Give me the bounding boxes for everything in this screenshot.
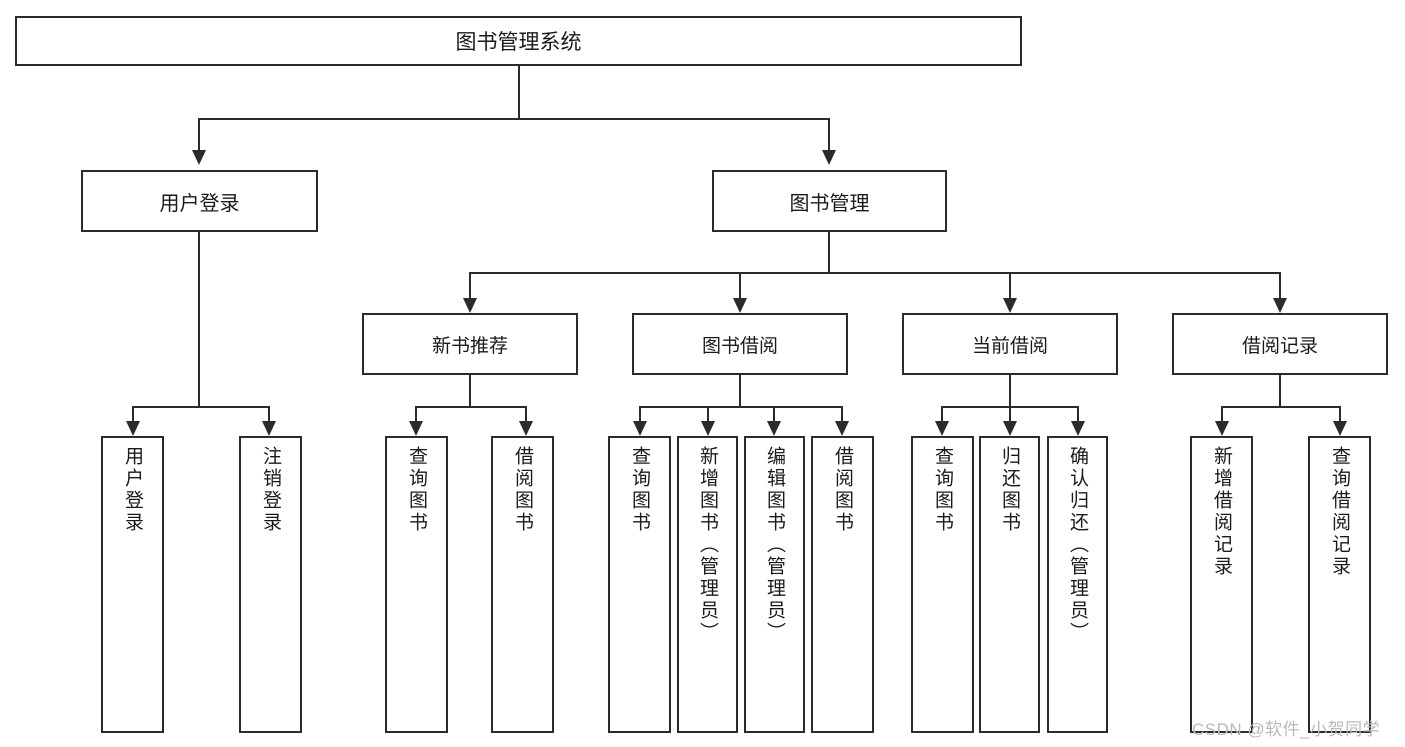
node-new-book-recommend[interactable]: 新书推荐 bbox=[362, 313, 578, 375]
node-label: 当前借阅 bbox=[971, 335, 1048, 357]
arrow-root-to-user-login bbox=[192, 150, 206, 165]
connector-user-login-bus bbox=[132, 406, 268, 408]
connector-book-management-stem bbox=[828, 232, 830, 272]
arrow-new-book-to-leaf-1 bbox=[409, 421, 423, 436]
connector-root-stem bbox=[518, 66, 520, 118]
leaf-user-logout[interactable]: 注销登录 bbox=[239, 436, 302, 733]
connector-book-borrow-bus bbox=[639, 406, 842, 408]
leaf-label: 查询图书 bbox=[932, 446, 953, 534]
node-user-login[interactable]: 用户登录 bbox=[81, 170, 318, 232]
connector-root-to-user-login bbox=[198, 118, 200, 150]
leaf-label: 借阅图书 bbox=[512, 446, 533, 534]
leaf-label: 用户登录 bbox=[122, 446, 143, 534]
arrow-bb-to-leaf-4 bbox=[835, 421, 849, 436]
node-current-borrow[interactable]: 当前借阅 bbox=[902, 313, 1118, 375]
leaf-borrow-book-2[interactable]: 借阅图书 bbox=[811, 436, 874, 733]
arrow-br-to-leaf-1 bbox=[1215, 421, 1229, 436]
arrow-user-login-to-leaf-1 bbox=[126, 421, 140, 436]
leaf-edit-book[interactable]: 编辑图书（管理员） bbox=[744, 436, 805, 733]
connector-new-book-bus bbox=[415, 406, 527, 408]
node-label: 借阅记录 bbox=[1241, 335, 1318, 357]
arrow-root-to-book-management bbox=[822, 150, 836, 165]
connector-new-book-to-leaf-1 bbox=[415, 406, 417, 421]
connector-br-to-leaf-1 bbox=[1221, 406, 1223, 421]
leaf-user-login[interactable]: 用户登录 bbox=[101, 436, 164, 733]
connector-br-to-leaf-2 bbox=[1339, 406, 1341, 421]
leaf-label: 新增借阅记录 bbox=[1211, 446, 1232, 578]
leaf-borrow-book-1[interactable]: 借阅图书 bbox=[491, 436, 554, 733]
arrow-bm-to-borrow-record bbox=[1273, 298, 1287, 313]
connector-new-book-stem bbox=[469, 375, 471, 406]
leaf-add-record[interactable]: 新增借阅记录 bbox=[1190, 436, 1253, 733]
arrow-bb-to-leaf-3 bbox=[767, 421, 781, 436]
connector-bm-to-book-borrow bbox=[739, 272, 741, 298]
connector-bm-to-new-book bbox=[469, 272, 471, 298]
connector-book-borrow-stem bbox=[739, 375, 741, 406]
arrow-cb-to-leaf-1 bbox=[935, 421, 949, 436]
node-root-system[interactable]: 图书管理系统 bbox=[15, 16, 1022, 66]
connector-cb-to-leaf-1 bbox=[941, 406, 943, 421]
arrow-cb-to-leaf-2 bbox=[1003, 421, 1017, 436]
connector-bb-to-leaf-4 bbox=[841, 406, 843, 421]
arrow-bm-to-new-book bbox=[463, 298, 477, 313]
leaf-return-book[interactable]: 归还图书 bbox=[979, 436, 1040, 733]
leaf-query-book-1[interactable]: 查询图书 bbox=[385, 436, 448, 733]
leaf-add-book[interactable]: 新增图书（管理员） bbox=[677, 436, 738, 733]
connector-root-to-book-management bbox=[828, 118, 830, 150]
leaf-query-book-2[interactable]: 查询图书 bbox=[608, 436, 671, 733]
leaf-label: 查询图书 bbox=[406, 446, 427, 534]
arrow-bb-to-leaf-1 bbox=[633, 421, 647, 436]
arrow-bm-to-book-borrow bbox=[733, 298, 747, 313]
leaf-label: 归还图书 bbox=[999, 446, 1020, 534]
leaf-query-record[interactable]: 查询借阅记录 bbox=[1308, 436, 1371, 733]
node-label: 图书管理 bbox=[789, 192, 870, 215]
node-book-borrow[interactable]: 图书借阅 bbox=[632, 313, 848, 375]
leaf-confirm-return[interactable]: 确认归还（管理员） bbox=[1047, 436, 1108, 733]
leaf-label: 编辑图书（管理员） bbox=[764, 446, 785, 644]
leaf-label: 查询图书 bbox=[629, 446, 650, 534]
leaf-label: 确认归还（管理员） bbox=[1067, 446, 1088, 644]
connector-bb-to-leaf-3 bbox=[773, 406, 775, 421]
arrow-bm-to-current-borrow bbox=[1003, 298, 1017, 313]
connector-book-management-bus bbox=[469, 272, 1281, 274]
arrow-br-to-leaf-2 bbox=[1333, 421, 1347, 436]
node-book-management[interactable]: 图书管理 bbox=[712, 170, 947, 232]
arrow-bb-to-leaf-2 bbox=[701, 421, 715, 436]
leaf-label: 查询借阅记录 bbox=[1329, 446, 1350, 578]
connector-borrow-record-bus bbox=[1221, 406, 1339, 408]
node-label: 图书管理系统 bbox=[455, 31, 582, 54]
connector-bb-to-leaf-1 bbox=[639, 406, 641, 421]
connector-cb-to-leaf-3 bbox=[1077, 406, 1079, 421]
arrow-user-login-to-leaf-2 bbox=[262, 421, 276, 436]
connector-bm-to-borrow-record bbox=[1279, 272, 1281, 298]
node-label: 图书借阅 bbox=[701, 335, 778, 357]
connector-user-login-to-leaf-1 bbox=[132, 406, 134, 421]
connector-borrow-record-stem bbox=[1279, 375, 1281, 406]
leaf-label: 借阅图书 bbox=[832, 446, 853, 534]
connector-cb-to-leaf-2 bbox=[1009, 406, 1011, 421]
connector-user-login-stem bbox=[198, 232, 200, 406]
connector-bb-to-leaf-2 bbox=[707, 406, 709, 421]
connector-user-login-to-leaf-2 bbox=[268, 406, 270, 421]
node-label: 新书推荐 bbox=[431, 335, 508, 357]
connector-bm-to-current-borrow bbox=[1009, 272, 1011, 298]
connector-root-bus bbox=[198, 118, 830, 120]
node-borrow-record[interactable]: 借阅记录 bbox=[1172, 313, 1388, 375]
leaf-label: 注销登录 bbox=[260, 446, 281, 534]
leaf-label: 新增图书（管理员） bbox=[697, 446, 718, 644]
node-label: 用户登录 bbox=[159, 192, 240, 215]
connector-current-borrow-stem bbox=[1009, 375, 1011, 406]
arrow-new-book-to-leaf-2 bbox=[519, 421, 533, 436]
connector-new-book-to-leaf-2 bbox=[525, 406, 527, 421]
leaf-query-book-3[interactable]: 查询图书 bbox=[911, 436, 974, 733]
arrow-cb-to-leaf-3 bbox=[1071, 421, 1085, 436]
